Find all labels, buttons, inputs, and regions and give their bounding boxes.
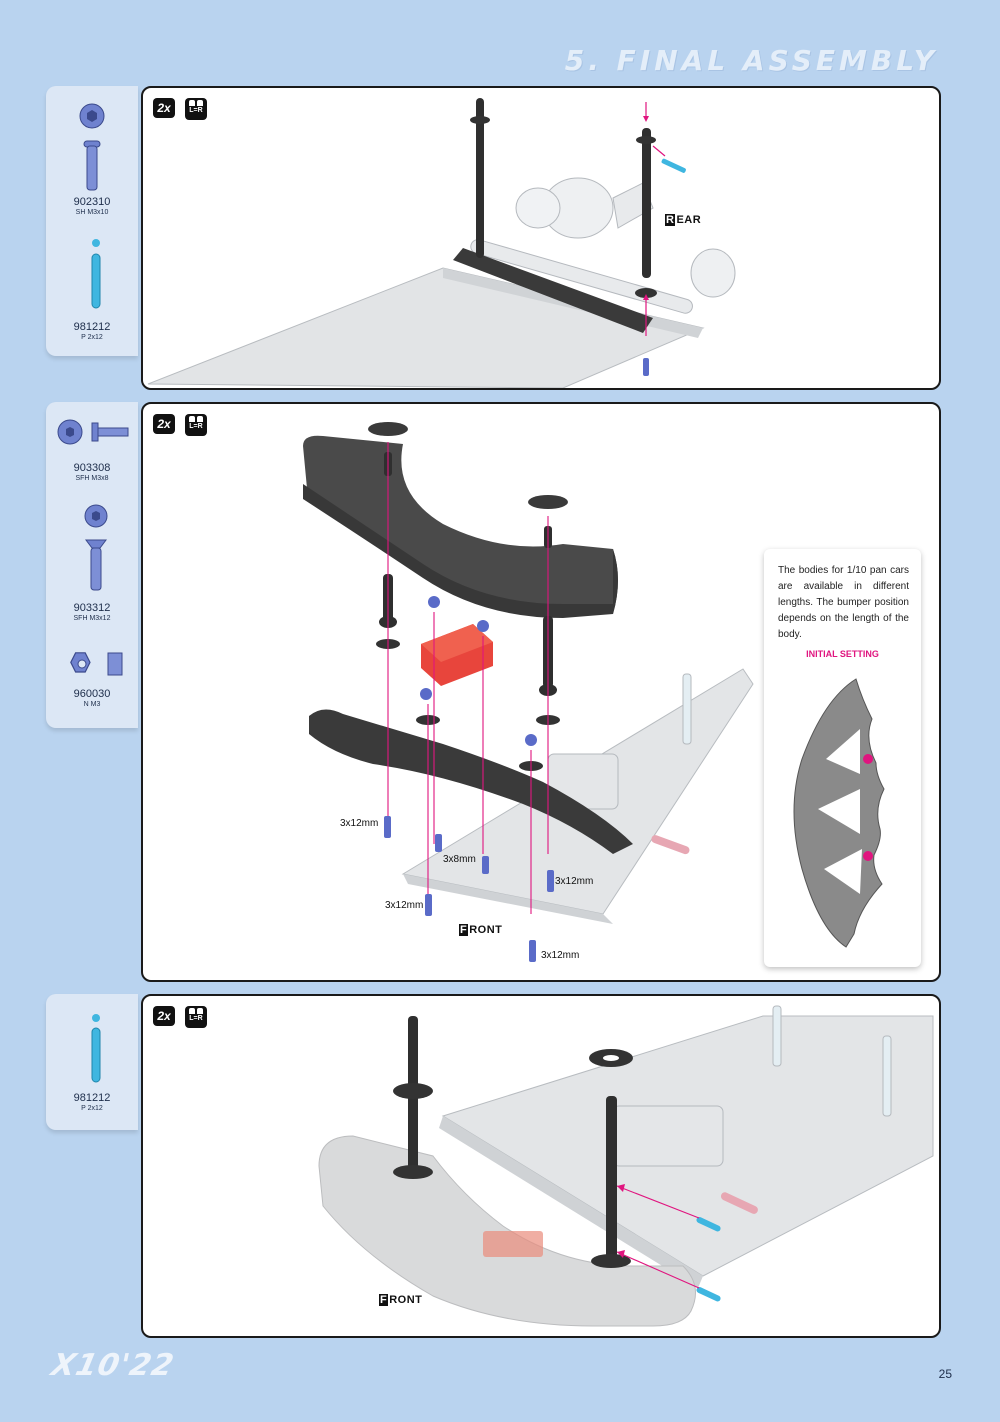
part-code: 981212 bbox=[73, 1092, 111, 1104]
part-903312: 903312 SFH M3x12 bbox=[46, 602, 138, 623]
parts-illustrations-step1 bbox=[79, 103, 105, 309]
size-label: 3x12mm bbox=[555, 876, 594, 887]
part-981212: 981212 P 2x12 bbox=[46, 1092, 138, 1113]
part-desc: N M3 bbox=[83, 701, 101, 708]
part-code: 903308 bbox=[73, 462, 111, 474]
initial-setting-label: INITIAL SETTING bbox=[806, 649, 879, 659]
parts-sidebar-step3: 981212 P 2x12 bbox=[46, 994, 138, 1130]
part-desc: P 2x12 bbox=[81, 334, 103, 341]
page-title: 5. FINAL ASSEMBLY bbox=[564, 44, 938, 77]
part-desc: P 2x12 bbox=[81, 1105, 103, 1112]
parts-sidebar-step2: 903308 SFH M3x8 903312 SFH M3x12 960030 … bbox=[46, 402, 138, 728]
part-desc: SH M3x10 bbox=[75, 209, 109, 216]
parts-illustrations-step2 bbox=[57, 419, 129, 676]
part-960030: 960030 N M3 bbox=[46, 688, 138, 709]
brand-logo: X10'22 bbox=[48, 1348, 178, 1383]
size-label: 3x12mm bbox=[340, 818, 379, 829]
left-right-icon: L=R bbox=[185, 414, 207, 436]
screw-sfh-m3x12-icon bbox=[84, 504, 108, 591]
size-label: 3x12mm bbox=[541, 950, 580, 961]
assembly-illustration-step3 bbox=[318, 1005, 934, 1327]
parts-sidebar-step1: 902310 SH M3x10 981212 P 2x12 bbox=[46, 86, 138, 356]
part-981212: 981212 P 2x12 bbox=[46, 321, 138, 342]
part-code: 902310 bbox=[73, 196, 111, 208]
part-code: 960030 bbox=[73, 688, 111, 700]
size-label: 3x8mm bbox=[443, 854, 476, 865]
part-code: 981212 bbox=[73, 321, 111, 333]
part-desc: SFH M3x8 bbox=[75, 475, 109, 482]
multiplier-badge: 2x bbox=[153, 1006, 175, 1026]
left-right-icon: L=R bbox=[185, 1006, 207, 1028]
part-902310: 902310 SH M3x10 bbox=[46, 196, 138, 217]
assembly-illustration-step1 bbox=[147, 98, 736, 388]
nut-m3-icon bbox=[70, 652, 123, 676]
assembly-illustration-step2 bbox=[303, 422, 754, 962]
multiplier-badge: 2x bbox=[153, 98, 175, 118]
page-number: 25 bbox=[938, 1367, 952, 1381]
pin-p2x12-icon bbox=[91, 239, 101, 309]
screw-sfh-m3x8-icon bbox=[57, 419, 129, 445]
parts-illustrations-step3 bbox=[91, 1014, 101, 1083]
bumper-brace-initial-setting-illustration bbox=[793, 678, 885, 948]
left-right-icon: L=R bbox=[185, 98, 207, 120]
position-dot bbox=[863, 754, 873, 764]
size-label: 3x12mm bbox=[385, 900, 424, 911]
part-code: 903312 bbox=[73, 602, 111, 614]
part-desc: SFH M3x12 bbox=[73, 615, 111, 622]
screw-sh-m3x10-icon bbox=[79, 103, 105, 191]
multiplier-badge: 2x bbox=[153, 414, 175, 434]
note-text: The bodies for 1/10 pan cars are availab… bbox=[778, 565, 909, 640]
pin-p2x12-icon bbox=[91, 1014, 101, 1083]
position-dot bbox=[863, 851, 873, 861]
part-903308: 903308 SFH M3x8 bbox=[46, 462, 138, 483]
info-note: The bodies for 1/10 pan cars are availab… bbox=[764, 549, 921, 967]
